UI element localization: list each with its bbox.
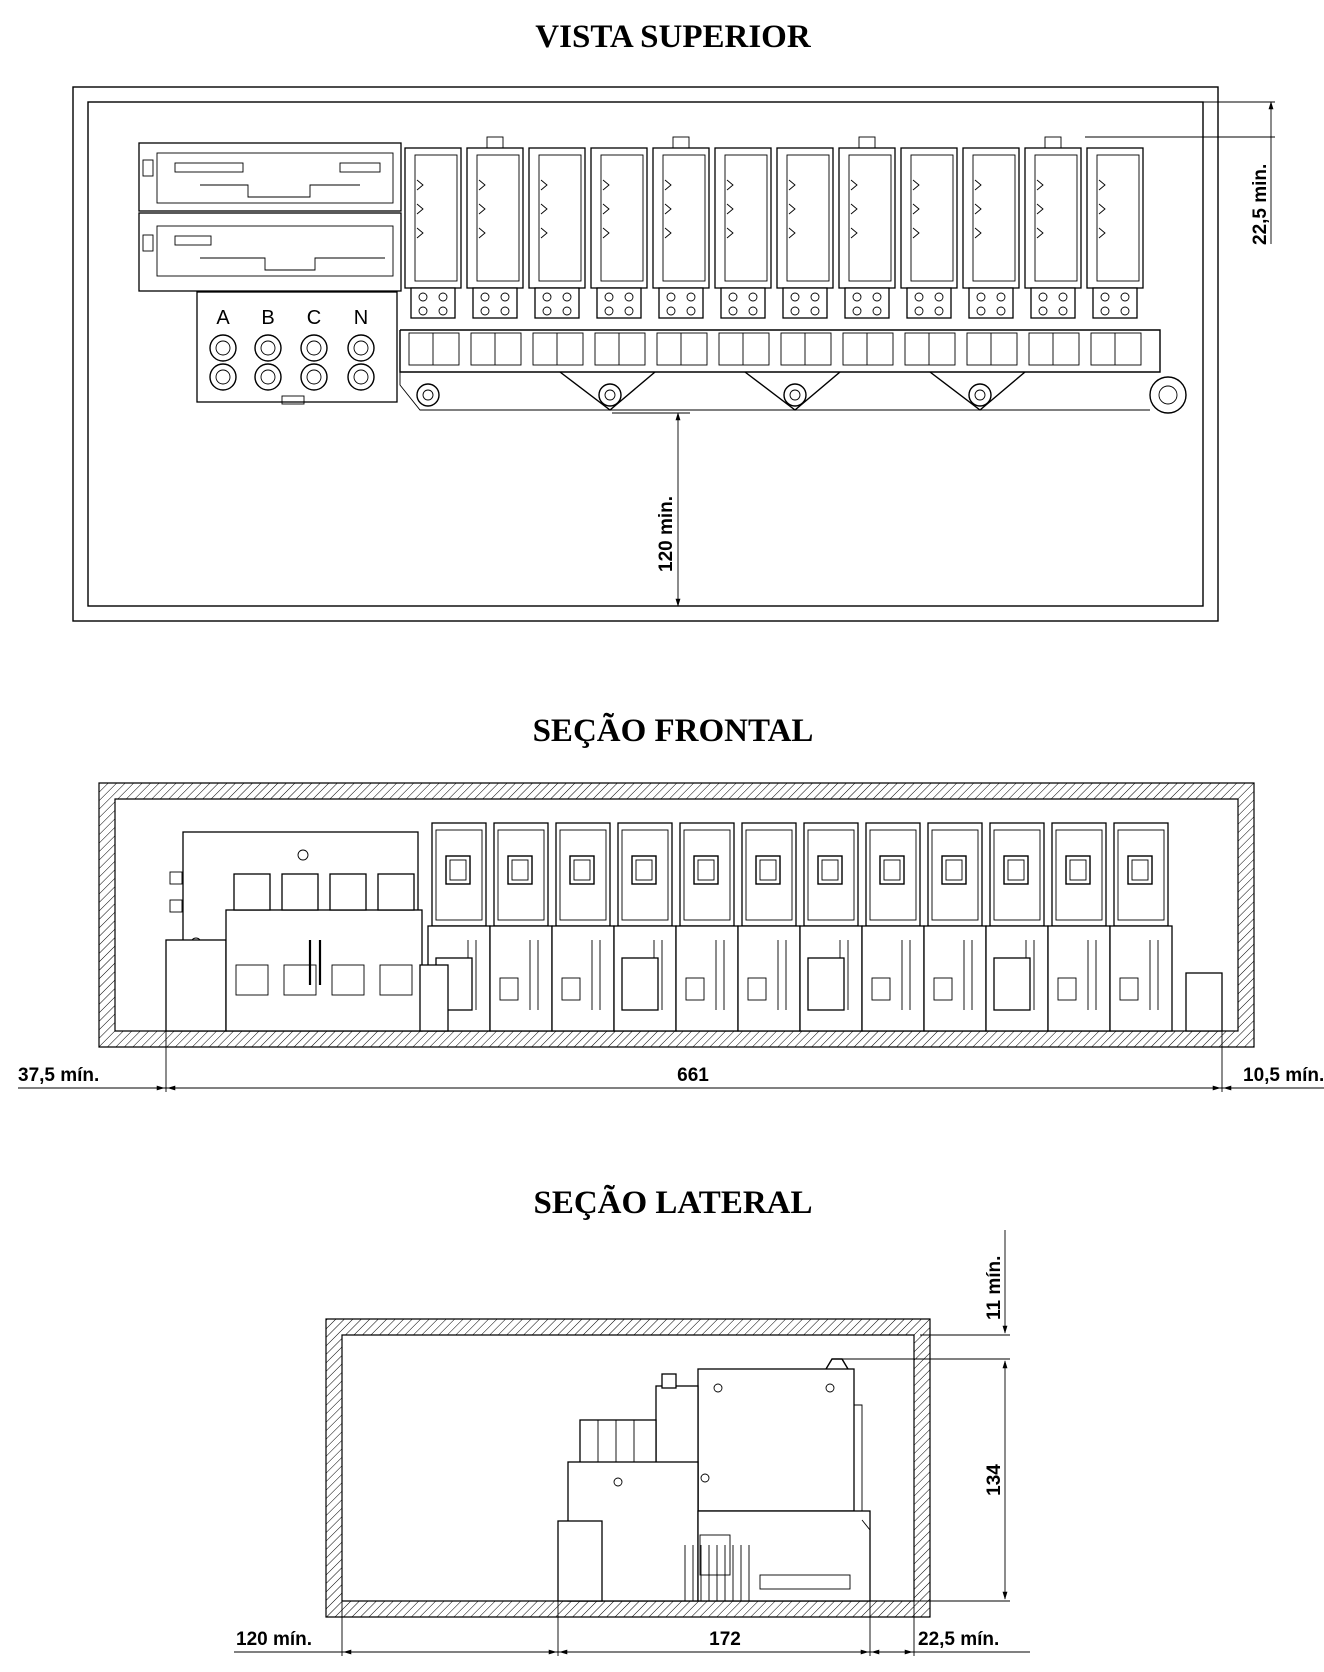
top-breaker-module xyxy=(590,147,648,366)
dim-top-clearance-label: 22,5 min. xyxy=(1250,164,1271,245)
dim-side-height-label: 134 xyxy=(984,1464,1005,1496)
phase-label-a: A xyxy=(216,307,230,329)
phase-label-b: B xyxy=(261,307,274,329)
front-breaker-module xyxy=(985,822,1049,1032)
terminal-screw xyxy=(300,363,328,391)
top-breaker-module xyxy=(528,147,586,366)
terminal-screw xyxy=(347,363,375,391)
control-module-upper xyxy=(138,142,402,212)
top-breaker-module xyxy=(1086,147,1144,366)
dim-side-right-label: 22,5 mín. xyxy=(918,1629,999,1650)
side-view-title: SEÇÃO LATERAL xyxy=(533,1184,812,1221)
top-breaker-module xyxy=(714,147,772,366)
front-breaker-module xyxy=(923,822,987,1032)
top-enclosure-outer xyxy=(72,86,1219,622)
top-breaker-module xyxy=(962,147,1020,366)
dim-side-depth-label: 172 xyxy=(709,1629,741,1650)
top-view: VISTA SUPERIOR A B C N xyxy=(72,19,1275,622)
dim-front-clearance: 120 min. xyxy=(612,412,690,607)
top-breaker-modules xyxy=(404,136,1144,366)
top-breaker-module xyxy=(466,136,524,366)
top-view-title: VISTA SUPERIOR xyxy=(535,19,812,55)
terminal-screw xyxy=(254,363,282,391)
top-breaker-module xyxy=(900,147,958,366)
front-enclosure-walls xyxy=(98,782,1255,1048)
top-breaker-module xyxy=(838,136,896,366)
front-end-stop xyxy=(1185,972,1223,1032)
front-breaker-module xyxy=(737,822,801,1032)
dim-front-right-label: 10,5 mín. xyxy=(1243,1065,1324,1086)
front-breaker-module xyxy=(489,822,553,1032)
terminal-screw xyxy=(347,334,375,362)
front-view: SEÇÃO FRONTAL xyxy=(18,712,1324,1092)
dim-front-clearance-label: 120 min. xyxy=(656,496,677,572)
side-equipment-profile xyxy=(557,1358,871,1602)
dim-side: 11 mín. 134 120 mín. 172 22,5 mín. xyxy=(234,1230,1030,1656)
dim-front-width-label: 661 xyxy=(677,1065,709,1086)
terminal-screw xyxy=(209,334,237,362)
terminal-screw xyxy=(300,334,328,362)
terminal-block: A B C N xyxy=(196,291,398,405)
front-breaker-module xyxy=(675,822,739,1032)
top-breaker-module xyxy=(776,147,834,366)
terminal-screw xyxy=(254,334,282,362)
top-enclosure-inner xyxy=(87,101,1204,607)
front-breaker-module xyxy=(1109,822,1173,1032)
front-breaker-module xyxy=(861,822,925,1032)
front-breaker-module xyxy=(1047,822,1111,1032)
front-breaker-module xyxy=(427,822,491,1032)
din-rail-base xyxy=(399,329,1187,414)
front-incomer-unit xyxy=(165,831,423,1032)
side-view: SEÇÃO LATERAL xyxy=(234,1184,1030,1656)
dim-side-top-label: 11 mín. xyxy=(984,1256,1005,1320)
top-breaker-module xyxy=(1024,136,1082,366)
top-breaker-module xyxy=(404,147,462,366)
control-module-lower xyxy=(138,212,402,292)
dim-top-clearance: 22,5 min. xyxy=(1085,101,1275,245)
top-breaker-module xyxy=(652,136,710,366)
dim-front-left-label: 37,5 mín. xyxy=(18,1065,99,1086)
front-breaker-modules xyxy=(419,822,1223,1032)
phase-label-c: C xyxy=(307,307,321,329)
front-view-title: SEÇÃO FRONTAL xyxy=(533,712,814,749)
dim-front-row: 37,5 mín. 661 10,5 mín. xyxy=(18,1031,1324,1092)
phase-label-n: N xyxy=(354,307,368,329)
front-breaker-module xyxy=(551,822,615,1032)
dim-side-left-label: 120 mín. xyxy=(236,1629,312,1650)
front-breaker-module xyxy=(613,822,677,1032)
front-connector xyxy=(419,964,449,1032)
front-breaker-module xyxy=(799,822,863,1032)
terminal-screw xyxy=(209,363,237,391)
